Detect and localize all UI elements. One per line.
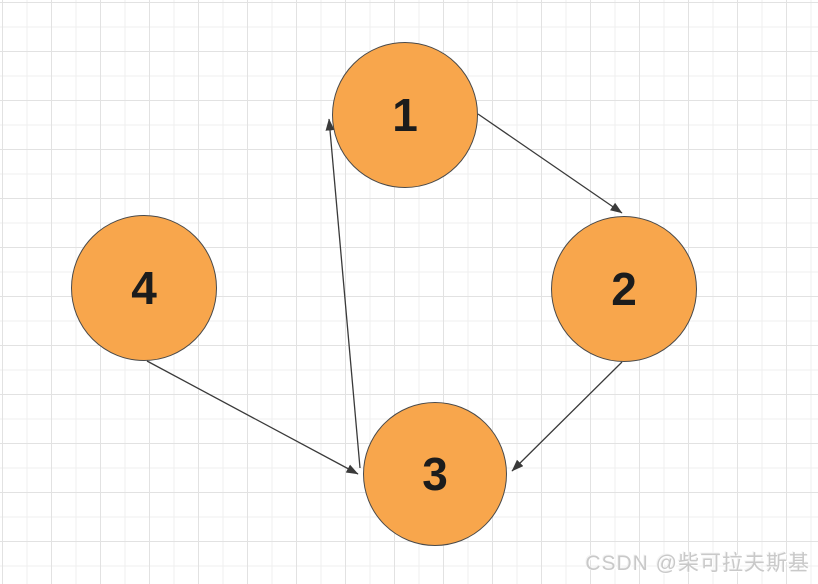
graph-node-4[interactable]: 4 [71, 215, 217, 361]
graph-node-3[interactable]: 3 [363, 402, 507, 546]
node-label-3: 3 [422, 448, 448, 500]
edge-1-to-2 [477, 113, 623, 214]
node-label-4: 4 [131, 262, 157, 314]
edge-2-to-3 [511, 361, 623, 472]
watermark-text: CSDN @柴可拉夫斯基 [585, 552, 810, 575]
edge-4-to-3 [146, 360, 359, 475]
graph-node-1[interactable]: 1 [332, 42, 478, 188]
node-label-2: 2 [611, 263, 637, 315]
edge-3-to-1 [325, 118, 361, 469]
graph-node-2[interactable]: 2 [551, 216, 697, 362]
node-label-1: 1 [392, 89, 418, 141]
